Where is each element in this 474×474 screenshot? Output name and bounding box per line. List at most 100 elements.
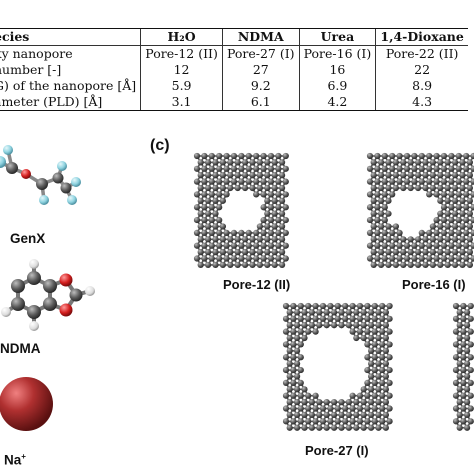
carbon-atom <box>212 249 219 256</box>
carbon-atom <box>389 255 396 262</box>
carbon-atom <box>448 255 455 262</box>
carbon-atom <box>279 184 286 192</box>
carbon-atom <box>230 165 238 172</box>
carbon-atom <box>452 223 459 230</box>
carbon-atom <box>275 191 282 198</box>
carbon-atom <box>459 249 466 256</box>
carbon-atom <box>212 223 219 230</box>
carbon-atom <box>392 172 399 179</box>
carbon-atom <box>374 152 381 160</box>
carbon-atom <box>375 334 382 342</box>
carbon-atom <box>267 229 275 237</box>
carbon-atom <box>227 261 234 269</box>
carbon-atom <box>208 242 215 249</box>
carbon-atom <box>463 216 470 224</box>
carbon-atom <box>253 229 260 237</box>
carbon-atom <box>452 379 460 387</box>
carbon-atom <box>305 302 312 310</box>
carbon-atom <box>440 178 448 185</box>
carbon-atom <box>308 322 315 329</box>
carbon-atom <box>275 178 282 185</box>
carbon-atom <box>286 373 293 380</box>
carbon-atom <box>467 405 474 412</box>
carbon-atom <box>452 159 459 166</box>
carbon-atom <box>282 178 289 185</box>
carbon-atom <box>201 204 208 211</box>
carbon-atom <box>422 236 429 243</box>
carbon-atom <box>197 261 204 269</box>
carbon-atom <box>437 236 444 243</box>
carbon-atom <box>389 152 396 160</box>
carbon-atom <box>301 334 308 342</box>
carbon-atom <box>238 242 245 249</box>
carbon-atom <box>460 341 467 348</box>
carbon-atom <box>460 366 467 374</box>
carbon-atom <box>290 328 297 335</box>
carbon-atom <box>334 302 341 310</box>
carbon-atom <box>368 322 375 329</box>
carbon-atom <box>282 302 290 310</box>
carbon-atom <box>368 411 375 419</box>
carbon-atom <box>368 399 375 406</box>
carbon-atom <box>264 261 271 269</box>
carbon-atom <box>392 249 399 256</box>
carbon-atom <box>271 159 278 166</box>
carbon-atom <box>448 178 455 185</box>
carbon-atom <box>260 165 267 172</box>
ndma-atoms <box>1 259 95 331</box>
carbon-atom <box>366 204 374 211</box>
carbon-atom <box>282 418 290 425</box>
carbon-atom <box>467 354 474 361</box>
carbon-atom <box>349 302 356 310</box>
pore-16-label: Pore-16 (I) <box>402 277 466 292</box>
carbon-atom <box>382 334 389 342</box>
carbon-atom <box>375 322 382 329</box>
carbon-atom <box>297 392 304 399</box>
sodium-symbol: Na <box>4 452 22 468</box>
carbon-atom <box>223 255 230 262</box>
carbon-atom <box>238 229 245 237</box>
carbon-atom <box>433 178 440 185</box>
carbon-atom <box>368 386 375 393</box>
carbon-atom <box>378 184 385 192</box>
table-header-cell: ecies <box>0 28 141 46</box>
carbon-atom <box>286 424 293 431</box>
carbon-atom <box>381 242 388 249</box>
carbon-atom <box>426 178 433 185</box>
carbon-atom <box>201 255 208 262</box>
carbon-atom <box>290 302 297 310</box>
genx-atoms <box>0 145 81 205</box>
carbon-atom <box>429 236 436 243</box>
table-cell: ky nanopore <box>0 46 73 61</box>
carbon-atom <box>297 302 304 310</box>
carbon-atom <box>378 261 385 269</box>
carbon-atom <box>374 178 381 185</box>
carbon-atom <box>422 172 429 179</box>
carbon-atom <box>374 216 381 224</box>
carbon-atom <box>433 165 440 172</box>
carbon-atom <box>386 302 393 310</box>
carbon-atom <box>290 418 297 425</box>
carbon-atom <box>256 236 263 243</box>
carbon-atom <box>286 386 293 393</box>
carbon-atom <box>294 360 301 367</box>
carbon-atom <box>381 229 388 237</box>
pore-12-membrane <box>193 152 289 269</box>
carbon-atom <box>275 242 282 249</box>
carbon-atom <box>312 315 319 322</box>
carbon-atom <box>379 315 386 322</box>
carbon-atom <box>379 302 386 310</box>
carbon-atom <box>342 302 349 310</box>
carbon-atom <box>356 392 364 399</box>
carbon-atom <box>418 229 425 237</box>
table-row: number [-] 12 27 16 22 <box>0 62 468 78</box>
carbon-atom <box>386 405 393 412</box>
carbon-atom <box>227 249 234 256</box>
carbon-atom <box>371 328 378 335</box>
carbon-atom <box>219 184 226 192</box>
carbon-atom <box>279 236 286 243</box>
carbon-atom <box>297 328 304 335</box>
carbon-atom <box>460 379 467 387</box>
carbon-atom <box>385 210 392 217</box>
